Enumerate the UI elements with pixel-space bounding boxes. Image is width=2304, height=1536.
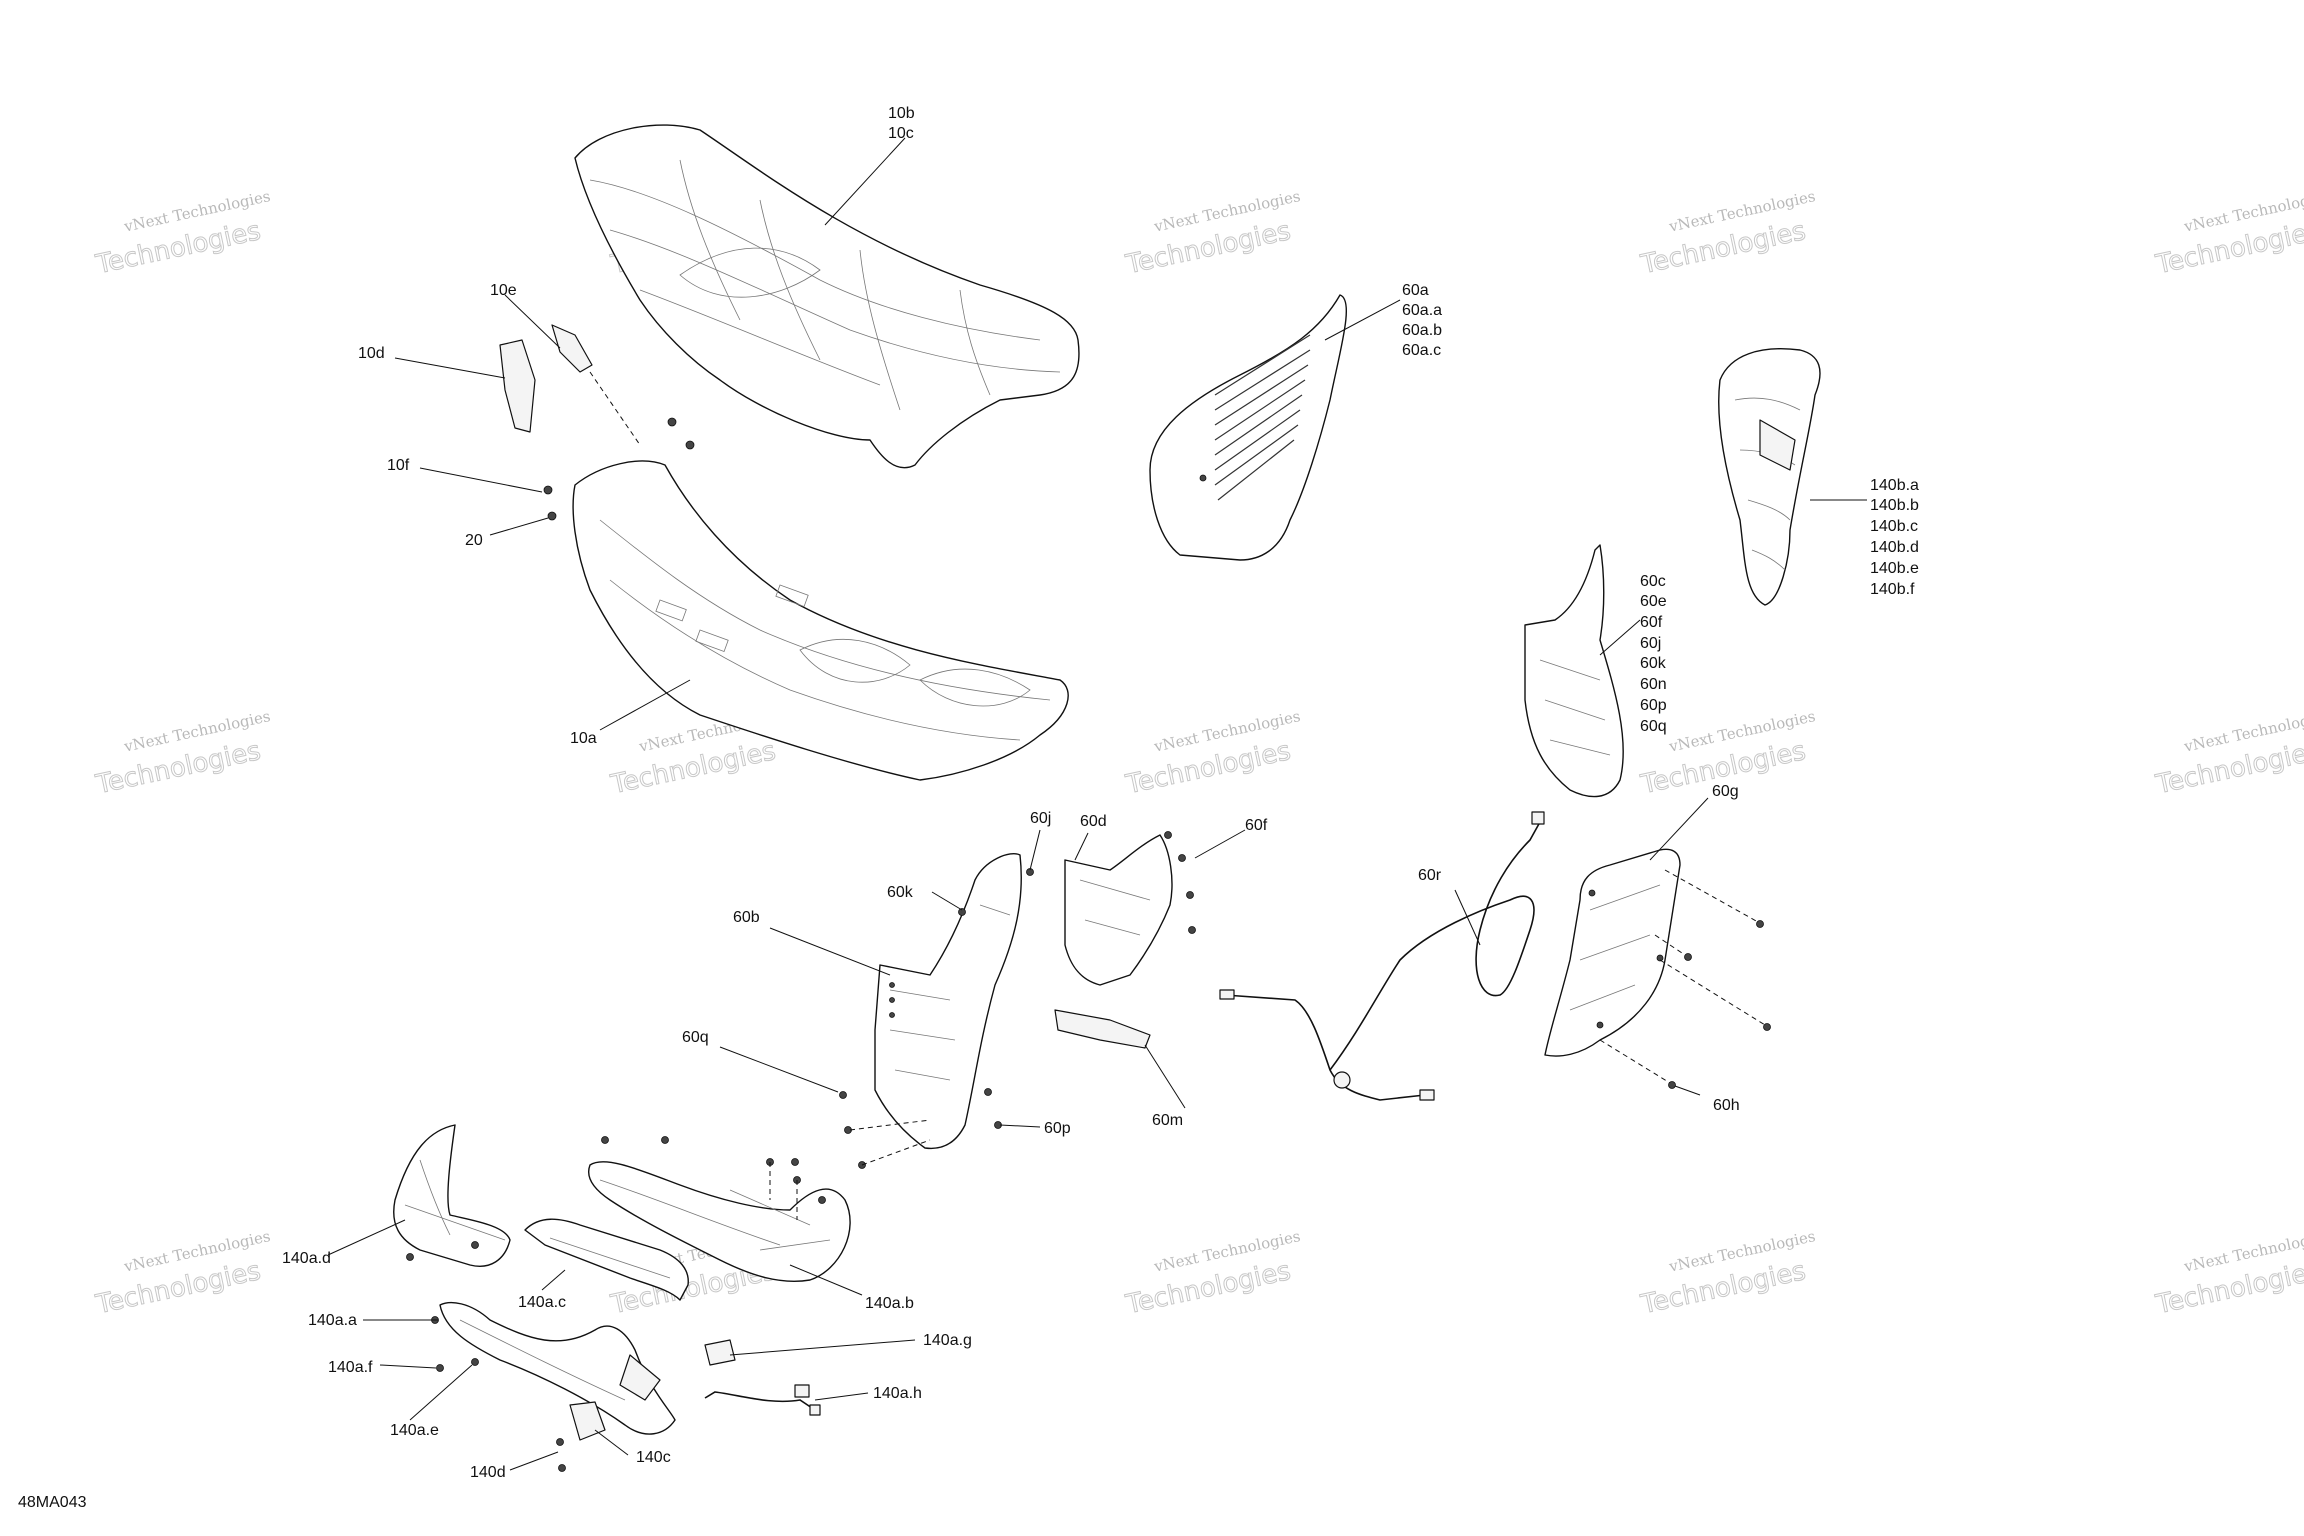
fastener-line-60g-4 [1599, 1039, 1671, 1084]
harness-60r [1219, 811, 1545, 1101]
leader-lines [327, 137, 1867, 1471]
label-140a-d: 140a.d [282, 1250, 331, 1267]
label-60g: 60g [1712, 783, 1739, 800]
label-140a-e: 140a.e [390, 1422, 439, 1439]
label-60q-group: 60q [1640, 718, 1667, 735]
footrest-140a-b [588, 1161, 851, 1282]
bracket-10e [551, 324, 593, 373]
connector-140a-g [704, 1339, 736, 1366]
bracket-60d [1064, 834, 1173, 986]
label-60n: 60n [1640, 676, 1667, 693]
radiator-grille-part [1149, 294, 1347, 561]
watermark-line2: Technologies [93, 1256, 264, 1320]
seat-part [574, 124, 1080, 469]
label-60k-group: 60k [1640, 655, 1667, 672]
label-60a-c: 60a.c [1402, 342, 1441, 359]
part-labels: 10b 10c 10e 10d 10f 20 10a 60a 60a.a 60a… [282, 105, 1919, 1481]
label-60m: 60m [1152, 1112, 1183, 1129]
label-10b: 10b [888, 105, 915, 122]
bracket-60m [1054, 1009, 1151, 1049]
label-140b-b: 140b.b [1870, 497, 1919, 514]
watermark-line2: Technologies [1638, 1256, 1809, 1320]
label-140a-b: 140a.b [865, 1295, 914, 1312]
label-140c: 140c [636, 1449, 671, 1466]
label-140a-h: 140a.h [873, 1385, 922, 1402]
label-140b-c: 140b.c [1870, 518, 1918, 535]
fastener-line-60g-1 [1664, 869, 1759, 923]
label-140a-a: 140a.a [308, 1312, 357, 1329]
label-60a-b: 60a.b [1402, 322, 1442, 339]
panel-60c [1524, 544, 1624, 798]
seat-base-part [572, 460, 1069, 781]
label-60b: 60b [733, 909, 760, 926]
screw-20 [547, 511, 557, 521]
label-140a-f: 140a.f [328, 1359, 373, 1376]
label-20: 20 [465, 532, 483, 549]
bracket-10d [499, 339, 536, 433]
screw-seat [667, 417, 677, 427]
footrest-140a-a [439, 1302, 676, 1435]
footrest-guard-140a-d [393, 1124, 511, 1267]
label-10f: 10f [387, 457, 410, 474]
harness-140a-h [704, 1384, 821, 1416]
label-140a-c: 140a.c [518, 1294, 566, 1311]
label-140b-d: 140b.d [1870, 539, 1919, 556]
drawing-code: 48MA043 [18, 1494, 87, 1511]
label-60q: 60q [682, 1029, 709, 1046]
footrest-rail-140a-c [524, 1218, 689, 1301]
side-cover-140b [1718, 348, 1821, 606]
watermark-line2: Technologies [93, 736, 264, 800]
label-60k: 60k [887, 884, 914, 901]
label-60a: 60a [1402, 282, 1429, 299]
label-10a: 10a [570, 730, 597, 747]
screw-10f [543, 485, 553, 495]
label-140b-f: 140b.f [1870, 581, 1915, 598]
watermark-line2: Technologies [1638, 216, 1809, 280]
label-60a-a: 60a.a [1402, 302, 1442, 319]
fastener-line-60g-2 [1654, 934, 1686, 956]
label-60d: 60d [1080, 813, 1107, 830]
label-60j: 60j [1030, 810, 1051, 827]
label-140b-a: 140b.a [1870, 477, 1919, 494]
label-60p: 60p [1044, 1120, 1071, 1137]
support-60b [874, 853, 1022, 1150]
label-60j-group: 60j [1640, 635, 1661, 652]
label-10d: 10d [358, 345, 385, 362]
label-140b-e: 140b.e [1870, 560, 1919, 577]
label-60r: 60r [1418, 867, 1442, 884]
label-60f: 60f [1245, 817, 1268, 834]
watermark-line2: Technologies [1123, 216, 1294, 280]
watermark-line2: Technologies [1123, 1256, 1294, 1320]
fender-60g [1544, 848, 1681, 1057]
watermark-line2: Technologies [93, 216, 264, 280]
label-60f-group: 60f [1640, 614, 1663, 631]
label-60h: 60h [1713, 1097, 1740, 1114]
label-140d: 140d [470, 1464, 506, 1481]
label-10c: 10c [888, 125, 914, 142]
label-60p-group: 60p [1640, 697, 1667, 714]
label-60c: 60c [1640, 573, 1666, 590]
label-10e: 10e [490, 282, 517, 299]
fastener-line-60g-3 [1659, 959, 1766, 1026]
label-60e: 60e [1640, 593, 1667, 610]
screw-seat-2 [685, 440, 695, 450]
watermark-line2: Technologies [1123, 736, 1294, 800]
watermark-line2: Technologies [608, 736, 779, 800]
label-140a-g: 140a.g [923, 1332, 972, 1349]
